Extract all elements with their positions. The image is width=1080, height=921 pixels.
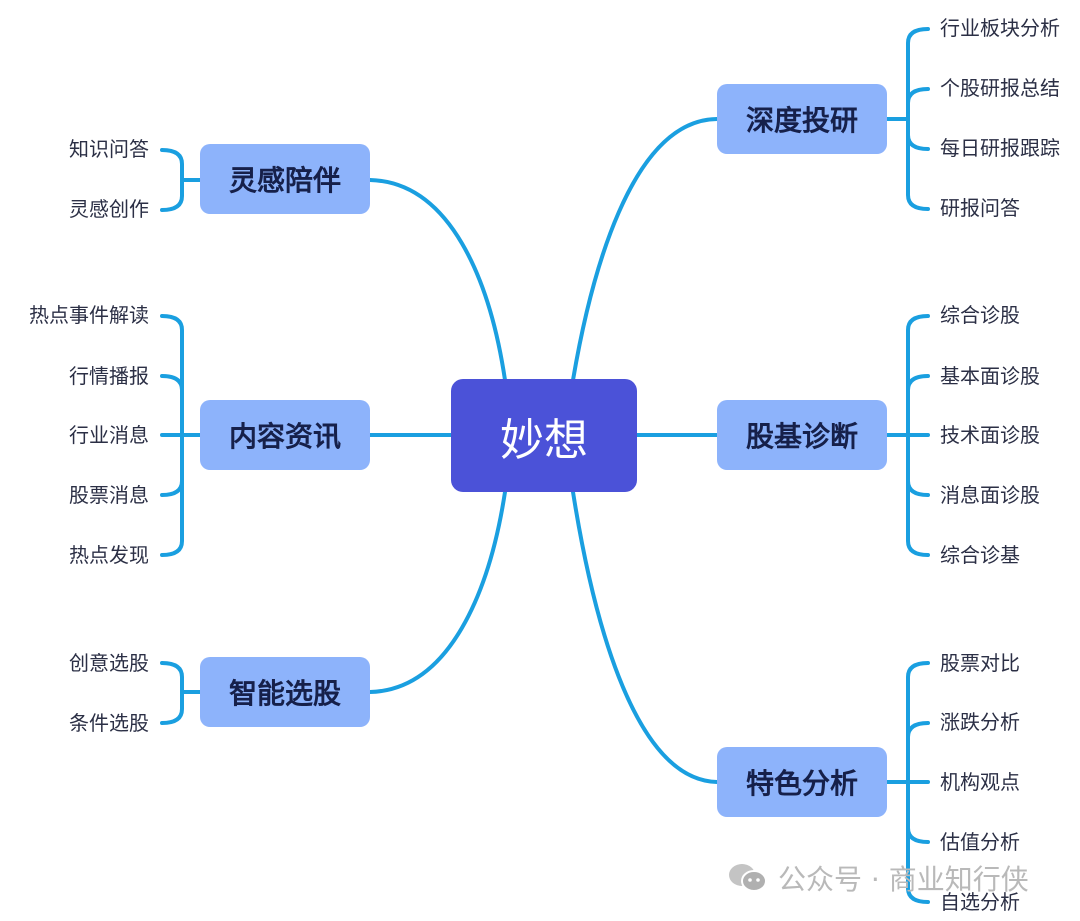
leaf-node[interactable]: 灵感创作	[69, 197, 149, 221]
bracket-shendu-leaf-link	[906, 133, 930, 151]
branch-label: 智能选股	[228, 677, 341, 710]
leaf-node[interactable]: 条件选股	[69, 711, 149, 735]
leaf-node[interactable]: 基本面诊股	[940, 364, 1040, 388]
branch-zhineng[interactable]: 智能选股	[200, 657, 370, 727]
leaf-node[interactable]: 综合诊基	[940, 543, 1020, 567]
central-topic-label: 妙想	[500, 414, 588, 466]
leaf-node[interactable]: 估值分析	[940, 830, 1020, 854]
leaf-node[interactable]: 创意选股	[69, 651, 149, 675]
bracket-shendu-leaf-link	[906, 117, 930, 211]
bracket-linggan-leaf-link	[160, 148, 184, 182]
link-center-linggan	[368, 178, 507, 382]
wechat-icon	[728, 863, 768, 893]
branch-shendu[interactable]: 深度投研	[717, 84, 887, 154]
link-center-zhineng	[368, 490, 507, 694]
bracket-tese-leaf-link	[906, 780, 930, 904]
branch-label: 深度投研	[745, 104, 858, 137]
bracket-neirong-leaf-link	[160, 314, 184, 437]
bracket-shendu-leaf-link	[906, 27, 930, 121]
bracket-tese-leaf-link	[906, 661, 930, 784]
bracket-neirong-leaf-link	[160, 479, 184, 497]
bracket-neirong-leaf-link	[160, 374, 184, 392]
bracket-guji-leaf-link	[906, 314, 930, 437]
bracket-guji-leaf-link	[906, 479, 930, 497]
branch-label: 灵感陪伴	[228, 164, 341, 197]
leaf-node[interactable]: 个股研报总结	[940, 76, 1060, 100]
branch-label: 特色分析	[745, 767, 858, 800]
bracket-tese-leaf-link	[906, 721, 930, 739]
leaf-node[interactable]: 股票消息	[69, 483, 149, 507]
bracket-zhineng-leaf-link	[160, 690, 184, 725]
watermark-text: 公众号 · 商业知行侠	[778, 863, 1029, 896]
leaf-node[interactable]: 热点事件解读	[29, 303, 149, 327]
leaf-node[interactable]: 知识问答	[69, 137, 149, 161]
link-center-shendu	[571, 117, 719, 382]
bracket-shendu-leaf-link	[906, 87, 930, 105]
branch-linggan[interactable]: 灵感陪伴	[200, 144, 370, 214]
leaf-node[interactable]: 热点发现	[69, 543, 149, 567]
bracket-linggan-leaf-link	[160, 178, 184, 212]
leaf-node[interactable]: 技术面诊股	[940, 423, 1040, 447]
leaf-node[interactable]: 股票对比	[940, 651, 1020, 675]
leaf-node[interactable]: 机构观点	[940, 770, 1020, 794]
leaf-node[interactable]: 自选分析	[940, 890, 1020, 914]
leaf-node[interactable]: 研报问答	[940, 196, 1020, 220]
leaf-node[interactable]: 行业板块分析	[940, 16, 1060, 40]
leaf-node[interactable]: 涨跌分析	[940, 710, 1020, 734]
leaf-node[interactable]: 综合诊股	[940, 303, 1020, 327]
leaf-node[interactable]: 行业消息	[69, 423, 149, 447]
bracket-guji-leaf-link	[906, 433, 930, 557]
branch-guji[interactable]: 股基诊断	[717, 400, 887, 470]
leaf-node[interactable]: 消息面诊股	[940, 483, 1040, 507]
watermark: 公众号 · 商业知行侠	[728, 858, 1029, 898]
branch-label: 股基诊断	[745, 420, 858, 453]
bracket-guji-leaf-link	[906, 374, 930, 392]
leaf-node[interactable]: 每日研报跟踪	[940, 136, 1060, 160]
bracket-neirong-leaf-link	[160, 433, 184, 557]
branch-neirong[interactable]: 内容资讯	[200, 400, 370, 470]
link-center-tese	[571, 490, 719, 784]
central-topic[interactable]: 妙想	[451, 379, 637, 492]
bracket-zhineng-leaf-link	[160, 661, 184, 694]
bracket-tese-leaf-link	[906, 826, 930, 844]
branch-label: 内容资讯	[228, 420, 341, 453]
branch-tese[interactable]: 特色分析	[717, 747, 887, 817]
leaf-node[interactable]: 行情播报	[69, 364, 149, 388]
